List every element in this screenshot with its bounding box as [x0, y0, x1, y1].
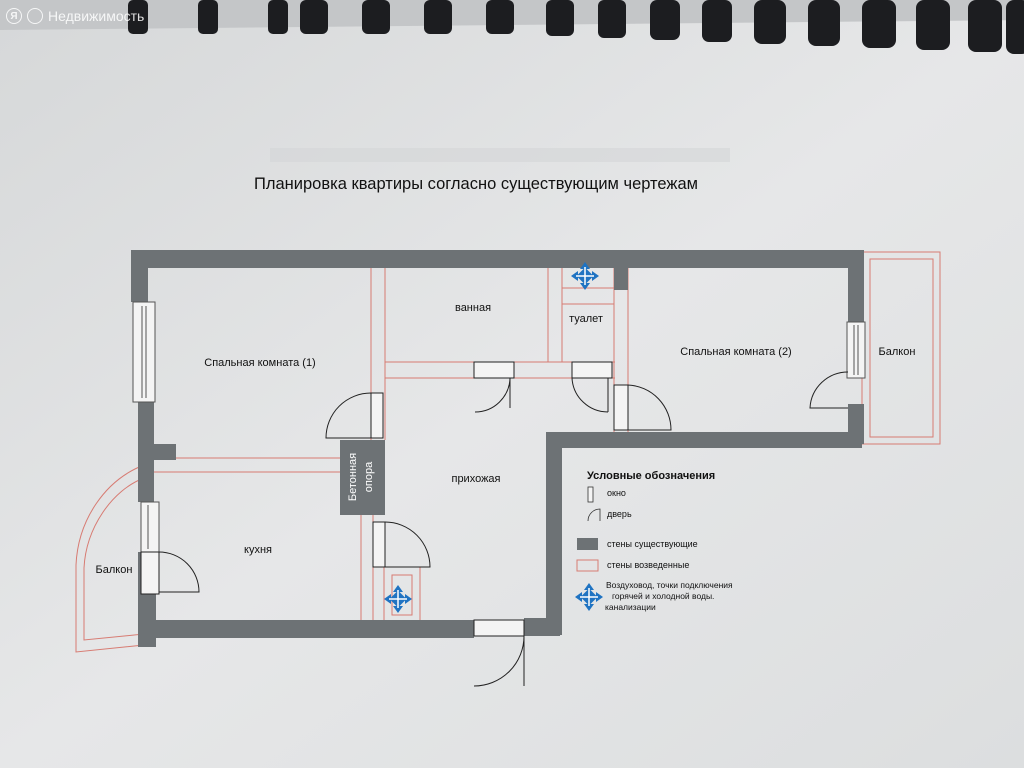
room-labels: Спальная комната (1) ванная туалет Спаль…: [96, 302, 916, 576]
room-label-bathroom: ванная: [455, 302, 491, 314]
room-label-bedroom1: Спальная комната (1): [204, 357, 315, 369]
legend: Условные обозначения окно дверь стены су…: [574, 470, 733, 612]
legend-window: окно: [607, 488, 626, 498]
binding-rings: [128, 0, 1024, 54]
legend-existing-wall-symbol: [577, 538, 598, 550]
legend-walls-existing: стены существующие: [607, 539, 698, 549]
room-label-hallway: прихожая: [451, 473, 500, 485]
legend-title: Условные обозначения: [587, 470, 715, 482]
legend-duct-line1: Воздуховод, точки подключения: [606, 580, 733, 590]
room-label-toilet: туалет: [569, 313, 603, 325]
logo-circle-icon: [27, 8, 43, 24]
concrete-pillar: Бетонная опора: [340, 440, 385, 515]
legend-walls-built: стены возведенные: [607, 560, 689, 570]
room-label-kitchen: кухня: [244, 544, 272, 556]
doors: [140, 361, 849, 687]
watermark-brand: Недвижимость: [48, 8, 145, 24]
bleed-through-mark: [270, 148, 730, 162]
logo-ya-icon: Я: [6, 8, 22, 24]
legend-duct-line3: канализации: [605, 602, 656, 612]
paper-sheet: [0, 20, 1024, 768]
windows: [132, 301, 866, 553]
plan-title: Планировка квартиры согласно существующи…: [254, 175, 698, 193]
pillar-label-line2: опора: [363, 461, 375, 492]
room-label-balcony-left: Балкон: [96, 564, 133, 576]
watermark: Я Недвижимость: [6, 8, 144, 24]
legend-door-symbol: [587, 508, 601, 522]
pillar-label-line1: Бетонная: [347, 453, 359, 501]
legend-built-wall-symbol: [576, 559, 599, 572]
room-label-balcony-right: Балкон: [879, 346, 916, 358]
legend-window-symbol: [587, 486, 594, 503]
legend-duct-line2: горячей и холодной воды.: [612, 591, 714, 601]
legend-door: дверь: [607, 509, 632, 519]
room-label-bedroom2: Спальная комната (2): [680, 346, 791, 358]
